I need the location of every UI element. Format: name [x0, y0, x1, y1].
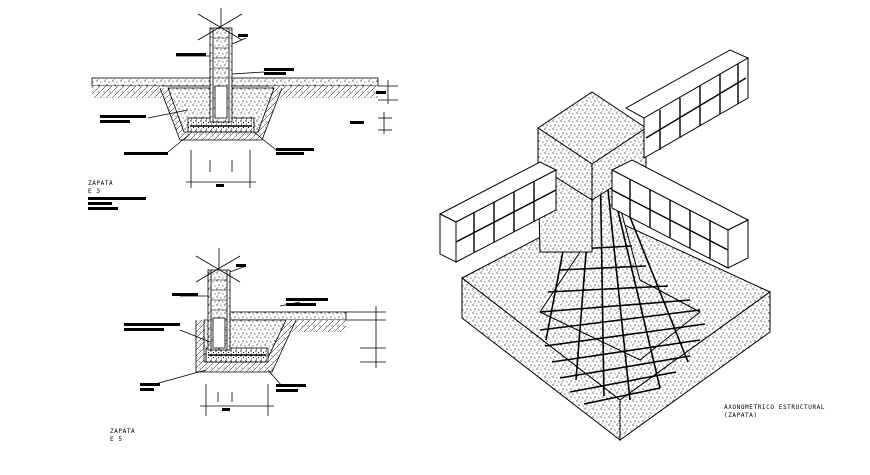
section-1-title: ZAPATA — [88, 180, 114, 187]
column-right — [591, 127, 647, 201]
section-2-callouts — [124, 264, 328, 411]
axonometric-drawing — [438, 49, 771, 442]
slab — [91, 77, 379, 87]
section-1-scale: E 3 — [88, 188, 101, 195]
axonometric-subtitle: (ZAPATA) — [724, 412, 758, 419]
soil-right — [270, 86, 378, 98]
section-2-scale: E 5 — [110, 436, 123, 443]
axonometric-title: AXONOMETRICO ESTRUCTURAL — [724, 404, 826, 411]
soil-2-right — [290, 320, 346, 332]
footing-front-right — [619, 291, 771, 441]
beam-right-front — [610, 159, 750, 269]
beam-left — [438, 161, 558, 263]
section-2-title: ZAPATA — [110, 428, 136, 435]
section-2-drawing — [147, 248, 386, 416]
section-1-callouts — [88, 34, 386, 210]
section-1-drawing — [91, 8, 398, 188]
pedestal — [214, 85, 228, 119]
beam-back-right — [624, 49, 750, 159]
soil-left — [92, 86, 162, 98]
pedestal-2 — [212, 317, 226, 349]
